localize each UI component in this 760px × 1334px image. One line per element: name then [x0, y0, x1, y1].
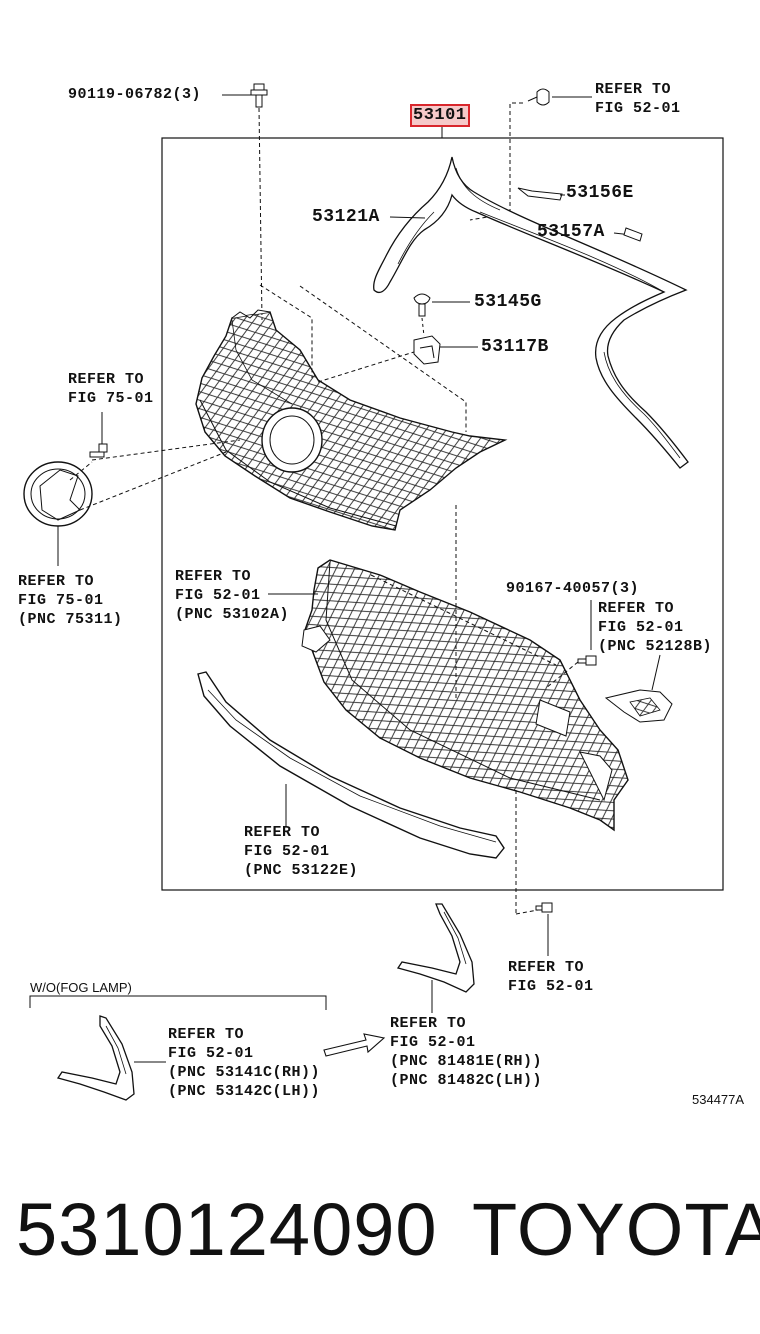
label-part-53157a: 53157A [537, 222, 605, 242]
label-part-53101: 53101 [410, 104, 470, 127]
label-refer-fog-bezel: REFER TO FIG 52-01 (PNC 81481E(RH)) (PNC… [390, 1015, 543, 1089]
fog-bezel-icon [396, 903, 475, 1013]
parts-diagram [23, 83, 724, 1101]
upper-grille [195, 309, 508, 531]
label-refer-emblem-bolt: REFER TO FIG 75-01 [68, 371, 154, 407]
part-53156e-icon [517, 187, 563, 201]
assembly-frame [161, 137, 724, 891]
label-part-53117b: 53117B [481, 337, 549, 357]
label-part-53145g: 53145G [474, 292, 542, 312]
arrow-icon [323, 1033, 386, 1057]
label-diagram-code: 534477A [692, 1092, 745, 1107]
bracket-52128b-icon [604, 654, 673, 723]
label-bolt-90167: 90167-40057(3) [506, 580, 640, 597]
label-refer-top-right: REFER TO FIG 52-01 [595, 81, 681, 117]
lower-molding [197, 671, 505, 859]
clip-53145g-icon [413, 293, 470, 317]
label-wo-fog-lamp: W/O(FOG LAMP) [30, 980, 132, 995]
emblem-icon [23, 461, 93, 566]
label-bolt-90119: 90119-06782(3) [68, 86, 202, 103]
label-refer-emblem: REFER TO FIG 75-01 (PNC 75311) [18, 573, 123, 628]
footer-part-number: 5310124090 [16, 1188, 438, 1271]
footer-brand: TOYOTA [472, 1188, 760, 1271]
bracket-53117b-icon [413, 335, 478, 365]
bolt-bottom-icon [515, 790, 553, 956]
label-refer-bottom-bolt: REFER TO FIG 52-01 [508, 959, 594, 995]
bolt-90119-icon [222, 83, 268, 321]
label-refer-fog-cover: REFER TO FIG 52-01 (PNC 53141C(RH)) (PNC… [168, 1026, 321, 1100]
bolt-emblem-icon [89, 412, 108, 458]
label-part-53156e: 53156E [566, 183, 634, 203]
part-53157a-icon [623, 227, 643, 242]
label-refer-molding: REFER TO FIG 52-01 (PNC 53122E) [244, 824, 359, 879]
fog-cover-icon [56, 1015, 166, 1101]
bolt-90167-icon [545, 600, 597, 689]
lower-grille [301, 559, 629, 832]
label-refer-lower-grille: REFER TO FIG 52-01 (PNC 53102A) [175, 568, 290, 623]
wo-fog-bracket [29, 995, 327, 1010]
label-part-53121a: 53121A [312, 207, 380, 227]
label-refer-right-bracket: REFER TO FIG 52-01 (PNC 52128B) [598, 600, 713, 655]
